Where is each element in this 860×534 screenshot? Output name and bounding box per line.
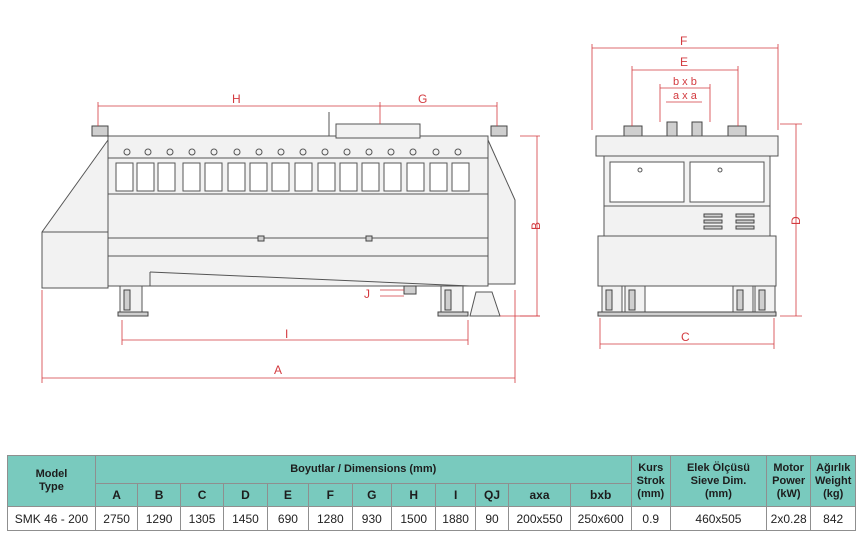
header-col-d: D <box>223 483 268 507</box>
dim-label-f: F <box>680 34 687 48</box>
header-col-f: F <box>308 483 353 507</box>
front-base <box>597 235 777 287</box>
side-top-cover <box>107 135 489 159</box>
header-col-b: B <box>137 483 181 507</box>
side-outlet <box>403 285 417 295</box>
header-col-i: I <box>435 483 476 507</box>
dim-label-c: C <box>681 330 690 344</box>
header-col-h: H <box>390 483 437 507</box>
side-dimensions: H G B J I A <box>41 92 543 383</box>
front-top-cover <box>595 135 779 157</box>
cell-e: 690 <box>266 506 310 531</box>
cell-weight: 842 <box>810 506 856 531</box>
dim-label-axa: a x a <box>673 90 698 102</box>
front-dimensions: F E b x b a x a D C <box>591 34 803 349</box>
cell-model: SMK 46 - 200 <box>7 506 96 531</box>
front-cap-left <box>623 125 643 137</box>
cell-h: 1500 <box>390 506 437 531</box>
header-dimensions: Boyutlar / Dimensions (mm) <box>94 455 632 484</box>
cell-a: 2750 <box>94 506 139 531</box>
cell-motor: 2x0.28 <box>765 506 812 531</box>
table-row: SMK 46 - 200 2750 1290 1305 1450 690 128… <box>7 506 856 531</box>
side-sieve-cells <box>115 162 470 192</box>
dim-label-i: I <box>285 327 288 341</box>
cell-axa: 200x550 <box>508 506 571 531</box>
header-col-e: E <box>266 483 310 507</box>
header-col-c: C <box>179 483 225 507</box>
side-tray <box>149 271 471 287</box>
header-col-qj: QJ <box>474 483 510 507</box>
side-feet <box>117 285 501 317</box>
side-inlet <box>335 123 421 139</box>
front-cap-right <box>727 125 747 137</box>
cell-bxb: 250x600 <box>569 506 632 531</box>
front-feet <box>597 285 777 317</box>
side-cap-right <box>490 125 508 137</box>
technical-drawing: H G B J I A <box>41 34 803 383</box>
header-col-g: G <box>351 483 392 507</box>
cell-d: 1450 <box>223 506 268 531</box>
cell-i: 1880 <box>435 506 476 531</box>
cell-g: 930 <box>351 506 392 531</box>
cell-sieve: 460x505 <box>669 506 767 531</box>
dim-label-g: G <box>418 92 427 106</box>
front-sieve-left <box>609 161 685 203</box>
cell-stroke: 0.9 <box>630 506 671 531</box>
side-base-frame <box>107 255 489 287</box>
header-col-bxb: bxb <box>569 483 632 507</box>
cell-c: 1305 <box>179 506 225 531</box>
side-left-hood <box>41 138 109 289</box>
dim-label-d: D <box>789 216 803 225</box>
side-view <box>41 112 516 317</box>
header-col-axa: axa <box>508 483 571 507</box>
dim-label-e: E <box>680 55 688 69</box>
dim-label-a: A <box>274 363 282 377</box>
header-col-a: A <box>94 483 139 507</box>
side-cap-left <box>91 125 109 137</box>
cell-b: 1290 <box>137 506 181 531</box>
cell-f: 1280 <box>308 506 353 531</box>
dim-label-j: J <box>364 287 370 301</box>
side-lower-body <box>107 193 489 257</box>
front-view <box>595 121 779 317</box>
cell-qj: 90 <box>474 506 510 531</box>
front-vents <box>703 213 755 230</box>
dim-label-bxb: b x b <box>673 76 697 88</box>
dim-label-h: H <box>232 92 241 106</box>
dim-label-b: B <box>529 222 543 230</box>
side-bolt-circles <box>123 148 462 156</box>
side-right-hood <box>487 139 516 285</box>
front-sieve-right <box>689 161 765 203</box>
